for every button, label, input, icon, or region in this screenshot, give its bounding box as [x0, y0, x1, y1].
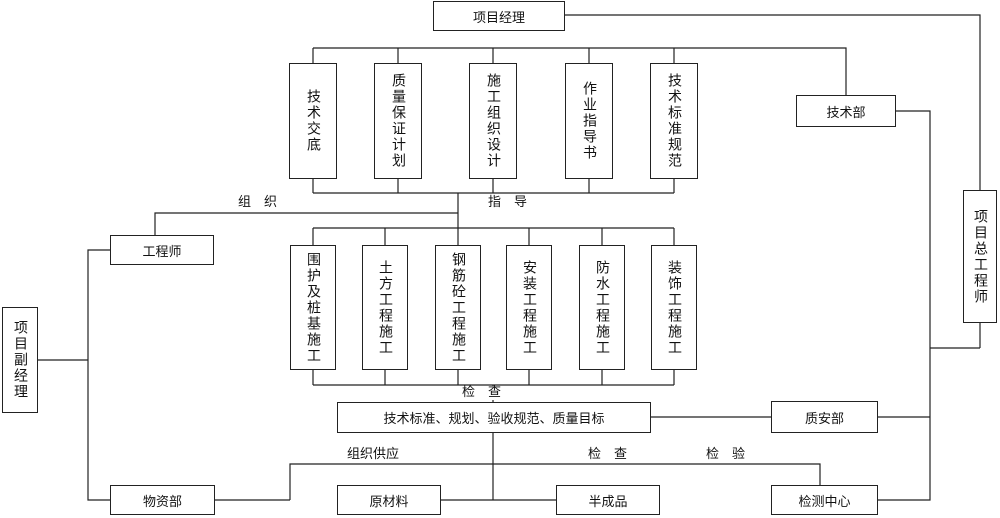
quality-safety-dept-box: 质安部 [771, 401, 878, 433]
construction-box: 钢筋砼工程施工 [435, 245, 481, 370]
check-label-bottom: 检 查 [588, 447, 628, 462]
raw-materials-box: 原材料 [337, 485, 441, 515]
tech-doc-label: 技术交底 [305, 89, 321, 153]
construction-box: 安装工程施工 [506, 245, 552, 370]
construction-box: 装饰工程施工 [651, 245, 697, 370]
tech-doc-label: 作业指导书 [581, 81, 597, 161]
deputy-manager-box: 项目副经理 [2, 307, 38, 413]
tech-doc-label: 技术标准规范 [666, 73, 682, 169]
construction-label: 装饰工程施工 [666, 259, 682, 356]
guide-label: 指 导 [488, 195, 528, 210]
construction-label: 防水工程施工 [594, 259, 610, 356]
deputy-manager-label: 项目副经理 [12, 320, 28, 400]
project-manager-box: 项目经理 [433, 1, 565, 31]
organize-label: 组 织 [238, 195, 278, 210]
tech-doc-box: 质量保证计划 [374, 63, 422, 179]
standards-box: 技术标准、规划、验收规范、质量目标 [337, 402, 651, 433]
construction-label: 安装工程施工 [521, 259, 537, 356]
inspect-label: 检 验 [706, 447, 746, 462]
check-label-top: 检 查 [462, 385, 502, 400]
construction-box: 围护及桩基施工 [290, 245, 336, 370]
construction-box: 防水工程施工 [579, 245, 625, 370]
semi-finished-box: 半成品 [556, 485, 660, 515]
tech-doc-label: 质量保证计划 [390, 73, 406, 169]
chief-engineer-label: 项目总工程师 [972, 208, 988, 305]
organize-supply-label: 组织供应 [347, 447, 400, 462]
tech-dept-box: 技术部 [796, 95, 896, 127]
construction-label: 围护及桩基施工 [305, 251, 321, 364]
tech-doc-box: 施工组织设计 [469, 63, 517, 179]
engineer-box: 工程师 [110, 235, 214, 265]
tech-doc-box: 作业指导书 [565, 63, 613, 179]
construction-label: 土方工程施工 [377, 259, 393, 356]
construction-label: 钢筋砼工程施工 [450, 251, 466, 364]
tech-doc-label: 施工组织设计 [485, 73, 501, 169]
testing-center-box: 检测中心 [771, 485, 878, 515]
tech-doc-box: 技术标准规范 [650, 63, 698, 179]
materials-dept-box: 物资部 [110, 485, 215, 515]
chief-engineer-box: 项目总工程师 [963, 190, 997, 323]
tech-doc-box: 技术交底 [289, 63, 337, 179]
construction-box: 土方工程施工 [362, 245, 408, 370]
